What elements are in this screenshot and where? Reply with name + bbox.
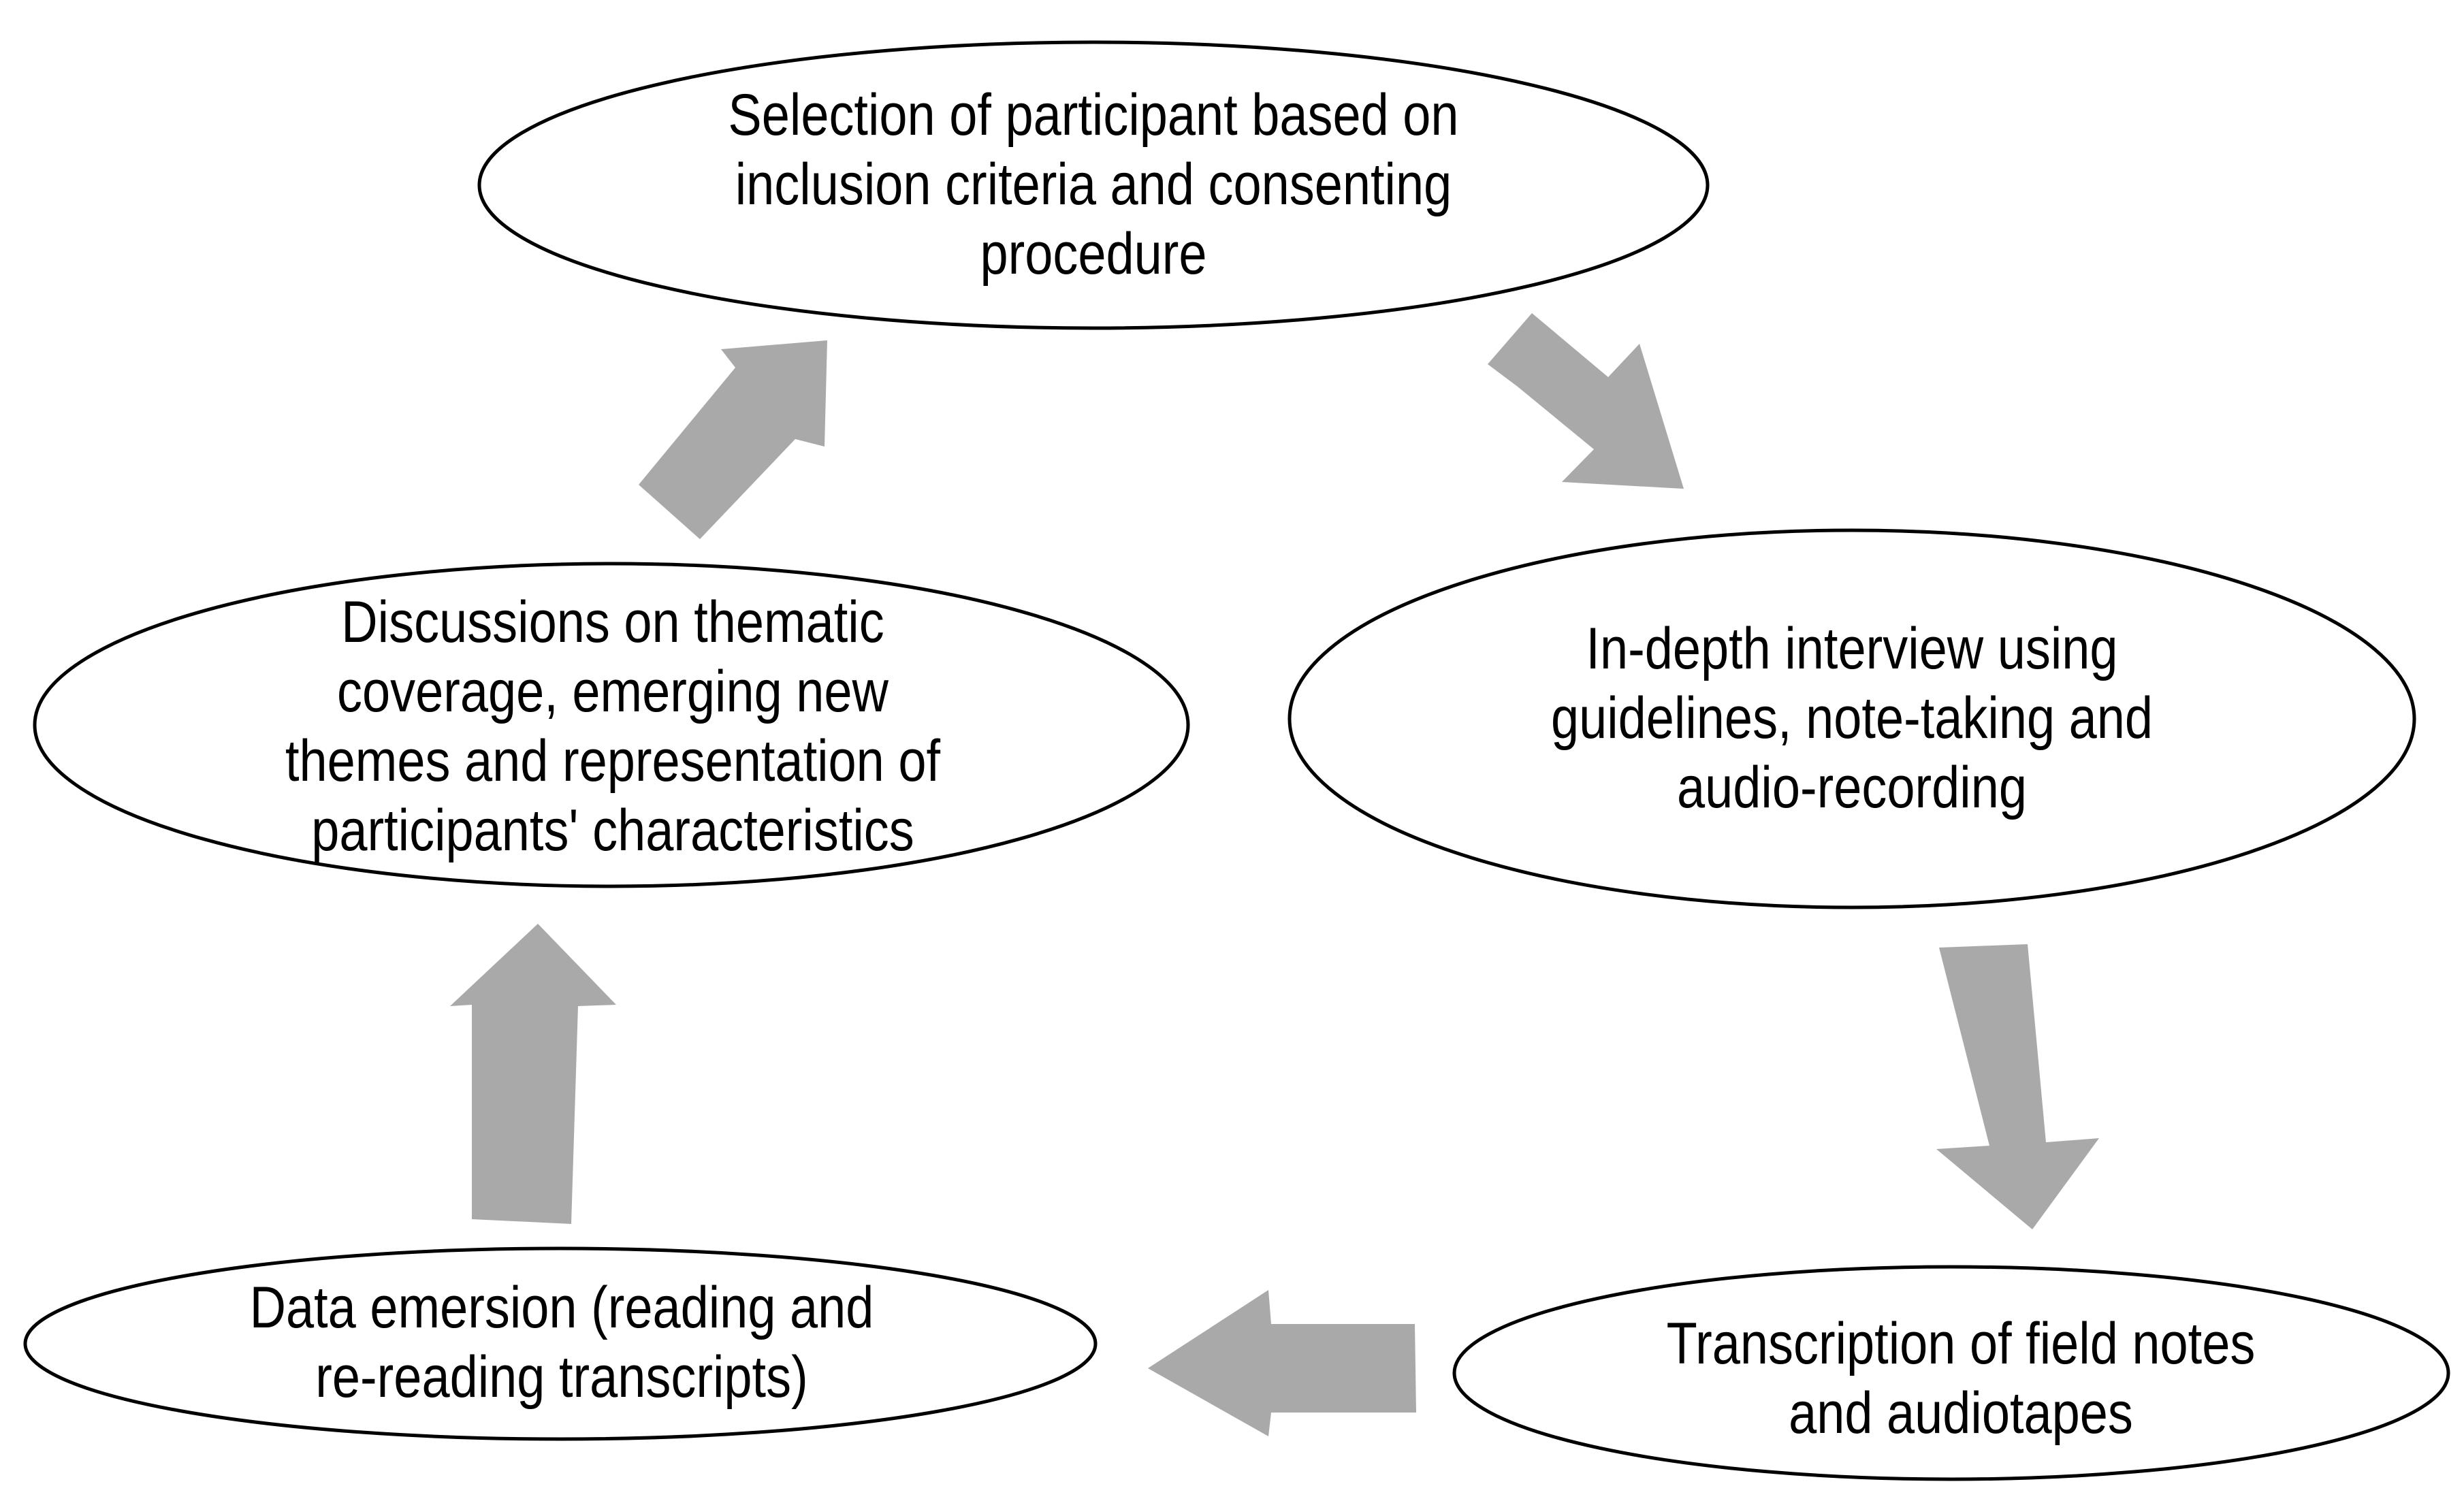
- node-discussion-text: Discussions on thematic coverage, emergi…: [285, 590, 941, 863]
- node-transcription-text: Transcription of field notes and audiota…: [1666, 1311, 2256, 1446]
- arrow-emersion-to-discussion: [450, 924, 616, 1224]
- arrow-transcription-to-emersion: [1148, 1290, 1416, 1436]
- node-emersion-shape: [23, 1246, 1098, 1441]
- node-selection-text: Selection of participant based on inclus…: [728, 82, 1459, 287]
- arrow-interview-to-transcription: [1936, 944, 2099, 1229]
- node-discussion-label: Discussions on thematic coverage, emergi…: [191, 580, 1034, 873]
- node-transcription-label: Transcription of field notes and audiota…: [1598, 1304, 2324, 1453]
- node-emersion-text: Data emersion (reading and re-reading tr…: [249, 1275, 874, 1410]
- node-interview-shape: [1287, 528, 2416, 909]
- node-selection-shape: [477, 40, 1710, 330]
- node-selection-label: Selection of participant based on inclus…: [625, 72, 1562, 297]
- arrow-discussion-to-selection: [639, 340, 827, 539]
- arrow-selection-to-interview: [1488, 313, 1684, 489]
- node-interview-label: In-depth interview using guidelines, not…: [1454, 606, 2250, 830]
- node-transcription-shape: [1452, 1265, 2450, 1481]
- node-discussion-shape: [33, 562, 1190, 888]
- node-emersion-label: Data emersion (reading and re-reading tr…: [196, 1268, 928, 1417]
- node-interview-text: In-depth interview using guidelines, not…: [1550, 616, 2154, 820]
